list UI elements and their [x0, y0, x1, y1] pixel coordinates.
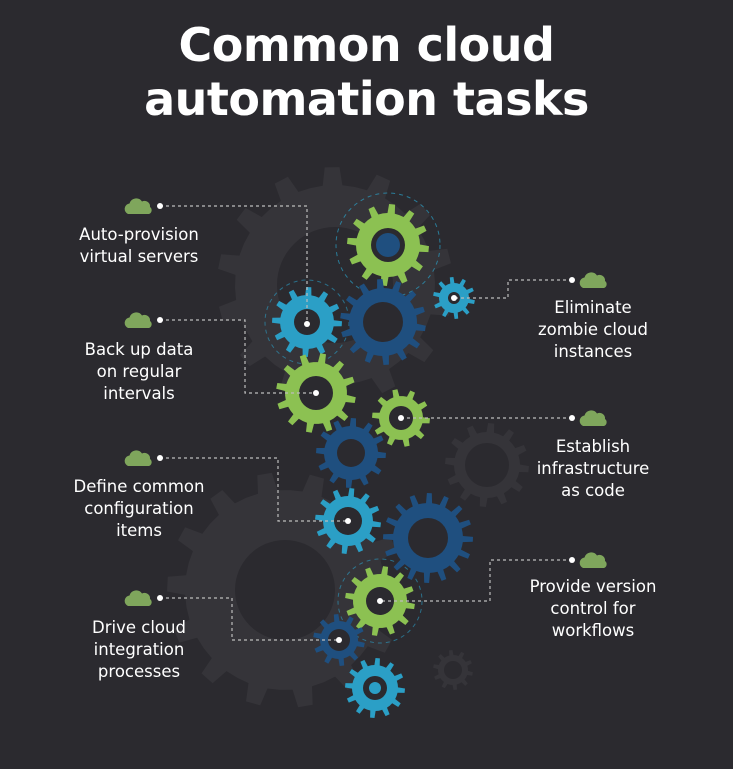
connector-dot [377, 598, 383, 604]
gear-hub [376, 233, 400, 257]
task-line: Eliminate [554, 298, 632, 317]
task-line: workflows [551, 621, 635, 640]
background-gear-right-hole [465, 443, 509, 487]
connector-dot [157, 595, 163, 601]
task-infrastructure-as-code: Establish infrastructure as code [498, 436, 688, 502]
connector-line [380, 559, 572, 602]
cloud-icon [579, 552, 607, 568]
connector-dot [398, 415, 404, 421]
task-line: Auto-provision [79, 225, 199, 244]
cloud-icon [124, 198, 152, 214]
connector-line [160, 597, 339, 641]
orbit-arc [337, 558, 423, 644]
task-drive-integration: Drive cloud integration processes [44, 617, 234, 683]
task-line: infrastructure [536, 459, 650, 478]
task-line: control for [550, 599, 636, 618]
title-line-2: automation tasks [144, 72, 589, 126]
connector-line [160, 457, 348, 522]
task-back-up-data: Back up data on regular intervals [44, 339, 234, 405]
gear-navy-lower-hole [408, 518, 448, 558]
cloud-icon [124, 312, 152, 328]
connector-dot [569, 277, 575, 283]
task-line: Back up data [84, 340, 194, 359]
connector-dot [157, 203, 163, 209]
connector-dot [569, 415, 575, 421]
task-line: intervals [103, 384, 175, 403]
task-line: Define common [73, 477, 205, 496]
connector-dot [336, 637, 342, 643]
task-line: Drive cloud [92, 618, 186, 637]
task-line: Provide version [529, 577, 657, 596]
connector-dot [313, 390, 319, 396]
task-line: Establish [555, 437, 631, 456]
connector-dot [345, 518, 351, 524]
gear-navy-middle-hole [337, 439, 365, 467]
connector-dot [304, 321, 310, 327]
task-line: on regular [96, 362, 182, 381]
task-line: zombie cloud [538, 320, 648, 339]
task-line: processes [97, 662, 181, 681]
cloud-icon [124, 450, 152, 466]
page-title: Common cloud automation tasks [0, 18, 733, 126]
task-eliminate-zombie: Eliminate zombie cloud instances [498, 297, 688, 363]
task-version-control: Provide version control for workflows [498, 576, 688, 642]
task-line: items [116, 521, 162, 540]
cloud-icon [579, 410, 607, 426]
connector-dot [451, 295, 457, 301]
connector-dot [157, 317, 163, 323]
task-auto-provision: Auto-provision virtual servers [44, 224, 234, 268]
cloud-icon [579, 272, 607, 288]
title-line-1: Common cloud [178, 18, 555, 72]
cloud-icon [124, 590, 152, 606]
background-gear-small-hole [444, 661, 462, 679]
gear-hub [369, 682, 381, 694]
connector-line [160, 205, 308, 324]
background-gear-bottom-hole [235, 540, 335, 640]
connector-dot [569, 557, 575, 563]
task-line: configuration [84, 499, 194, 518]
task-line: integration [93, 640, 185, 659]
connector-line [160, 319, 316, 394]
gear-navy-large-hole [363, 302, 403, 342]
task-line: virtual servers [79, 247, 199, 266]
connector-line [454, 279, 572, 299]
task-line: instances [553, 342, 633, 361]
connector-dot [157, 455, 163, 461]
task-line: as code [561, 481, 625, 500]
task-define-configuration: Define common configuration items [44, 476, 234, 542]
